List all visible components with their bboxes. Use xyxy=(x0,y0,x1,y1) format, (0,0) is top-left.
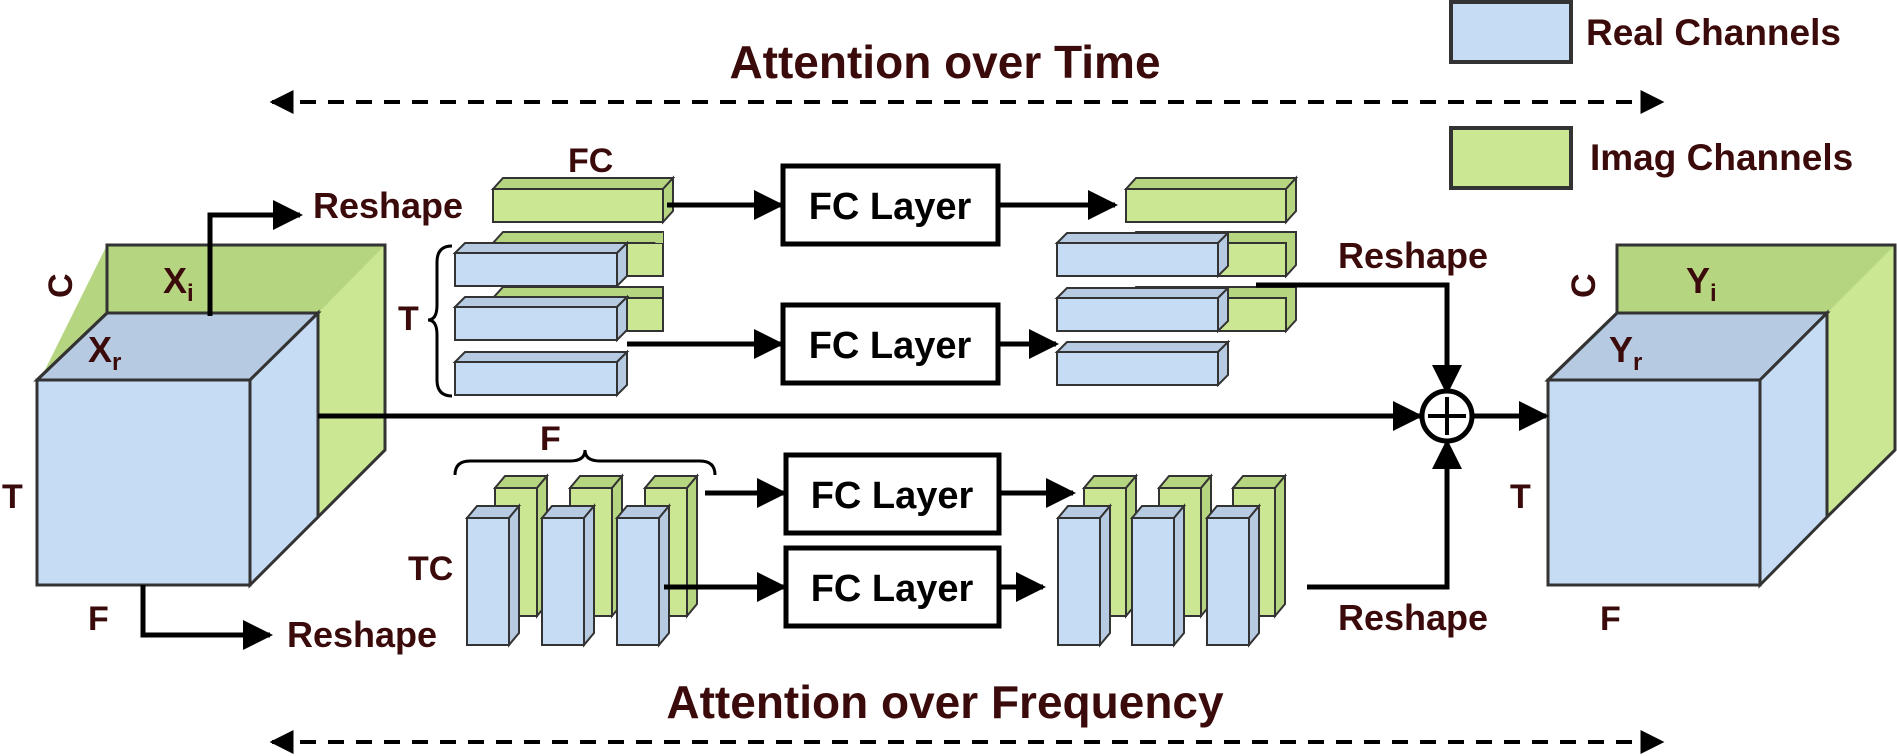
sum-node xyxy=(1419,388,1475,444)
output-cube xyxy=(1544,243,1897,589)
input-label-c: C xyxy=(42,273,80,298)
t-brace xyxy=(427,244,453,398)
f-dim-label: F xyxy=(540,420,561,458)
input-real-front xyxy=(35,378,252,587)
t-dim-label: T xyxy=(398,300,419,338)
fc-layer-box-1 xyxy=(780,163,1001,247)
reshape-top-left: Reshape xyxy=(313,185,463,226)
time-output-bars xyxy=(1054,175,1299,388)
output-label-c: C xyxy=(1565,273,1603,298)
legend-imag-label: Imag Channels xyxy=(1590,137,1853,178)
freq-attention-title: Attention over Frequency xyxy=(666,676,1224,728)
tc-dim-label: TC xyxy=(408,550,453,588)
fc-layer-box-3 xyxy=(783,452,1002,536)
fc-layer-label-2: FC Layer xyxy=(809,325,972,367)
reshape-bottom-right: Reshape xyxy=(1338,597,1488,638)
input-label-xr: Xr xyxy=(88,329,121,376)
freq-output-columns xyxy=(1055,473,1288,648)
reshape-top-right: Reshape xyxy=(1338,235,1488,276)
input-label-t: T xyxy=(2,478,23,516)
reshape-bottom-left: Reshape xyxy=(287,614,437,655)
f-brace xyxy=(453,449,717,476)
freq-input-columns xyxy=(464,473,700,648)
legend-imag-swatch xyxy=(1449,126,1573,190)
legend-real-swatch xyxy=(1449,0,1573,64)
fc-layer-label-3: FC Layer xyxy=(811,475,974,517)
input-label-f: F xyxy=(88,600,109,638)
output-label-t: T xyxy=(1510,478,1531,516)
time-input-bars xyxy=(452,175,676,398)
fc-layer-label-1: FC Layer xyxy=(809,186,972,228)
output-label-f: F xyxy=(1600,600,1621,638)
output-label-yr: Yr xyxy=(1609,329,1642,376)
flow-arrows xyxy=(140,190,1549,650)
input-label-xi: Xi xyxy=(163,260,194,307)
output-real-front xyxy=(1546,378,1762,587)
legend-real-label: Real Channels xyxy=(1586,12,1841,53)
fc-dim-label: FC xyxy=(568,142,613,180)
fc-layer-label-4: FC Layer xyxy=(811,568,974,610)
time-attention-title: Attention over Time xyxy=(729,36,1160,88)
output-imag-top xyxy=(1617,245,1895,313)
output-label-yi: Yi xyxy=(1686,260,1717,307)
